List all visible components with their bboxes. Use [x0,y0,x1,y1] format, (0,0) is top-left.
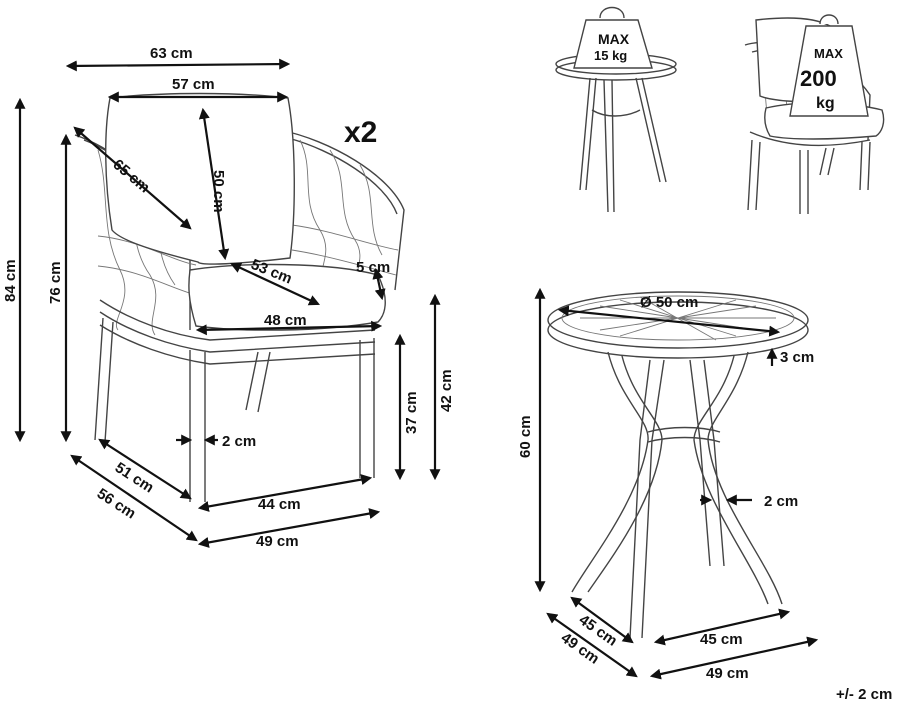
label-total-height: 84 cm [2,259,19,302]
label-seat-height-cushion: 42 cm [438,369,455,412]
table-load-illustration [555,6,677,213]
label-table-diameter: Ø 50 cm [640,294,698,311]
table-max-value: 15 kg [594,48,627,63]
chair-load-illustration [744,14,885,214]
label-table-height: 60 cm [517,415,534,458]
label-width-back: 57 cm [172,76,215,93]
chair-dimensions [14,58,441,548]
dim-line-63 [65,58,291,72]
label-leg-thickness: 2 cm [222,433,256,450]
label-base-width: 44 cm [258,496,301,513]
dim-line-49-depth [546,612,638,678]
label-table-outer-width: 49 cm [706,665,749,682]
label-armrest-height: 76 cm [47,261,64,304]
label-outer-width: 49 cm [256,533,299,550]
label-table-leg-thickness: 2 cm [764,493,798,510]
label-base-depth: 51 cm [112,459,157,496]
dim-line-65 [73,126,192,230]
dim-line-53 [230,262,320,306]
tolerance-note: +/- 2 cm [836,686,892,703]
dim-line-44 [197,474,373,512]
label-back-height: 50 cm [210,170,227,213]
table-illustration [547,291,809,639]
table-max-label: MAX [598,31,630,47]
dim-line-56 [70,454,198,542]
dim-line-50 [198,107,230,261]
label-seat-height: 37 cm [403,391,420,434]
label-cushion-thickness: 5 cm [356,259,390,276]
dim-line-49-chair [197,508,381,548]
dim-line-49-width [649,636,819,680]
chair-max-label: MAX [814,46,843,61]
chair-max-unit: kg [816,95,835,112]
label-seat-width: 48 cm [264,312,307,329]
label-outer-depth: 56 cm [94,485,139,522]
label-quantity: x2 [344,116,377,149]
chair-max-value: 200 [800,66,837,91]
label-width-total: 63 cm [150,45,193,62]
dim-line-5 [372,267,386,301]
table-dimensions [534,287,819,680]
label-table-base-width: 45 cm [700,631,743,648]
dim-line-48 [195,320,383,336]
dim-line-diameter [557,305,781,337]
label-table-top-thickness: 3 cm [780,349,814,366]
